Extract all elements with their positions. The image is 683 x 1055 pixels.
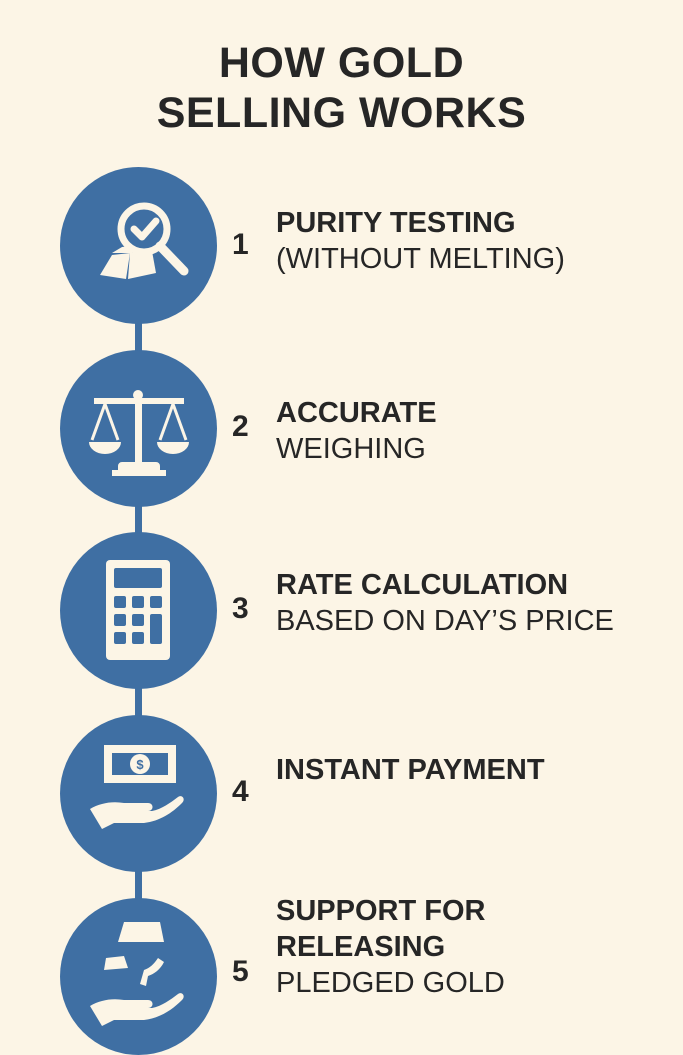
balance-scale-icon [89, 390, 189, 476]
step-3-text: RATE CALCULATION BASED ON DAY’S PRICE [276, 567, 614, 639]
step-3-subtitle: BASED ON DAY’S PRICE [276, 605, 614, 637]
step-5-title-line-2: RELEASING [276, 931, 446, 963]
step-3-title: RATE CALCULATION [276, 569, 569, 601]
step-1-subtitle: (WITHOUT MELTING) [276, 243, 565, 275]
step-4-text: INSTANT PAYMENT [276, 752, 545, 788]
title-line-2: SELLING WORKS [156, 89, 527, 137]
step-2-number: 2 [232, 410, 249, 443]
step-4-number: 4 [232, 775, 249, 808]
gold-release-hand-icon [90, 922, 184, 1026]
step-5-text: SUPPORT FOR RELEASING PLEDGED GOLD [276, 893, 505, 1001]
step-3-badge [60, 532, 217, 689]
timeline-connector [135, 868, 142, 902]
title-line-1: HOW GOLD [218, 39, 465, 87]
page-title: HOW GOLD SELLING WORKS [0, 38, 683, 138]
step-1-number: 1 [232, 228, 249, 261]
step-1-badge [60, 167, 217, 324]
step-3-number: 3 [232, 592, 249, 625]
timeline-connector [135, 320, 142, 354]
step-5-subtitle: PLEDGED GOLD [276, 967, 505, 999]
step-2-subtitle: WEIGHING [276, 433, 426, 465]
step-4-title: INSTANT PAYMENT [276, 754, 545, 786]
step-4-badge: $ [60, 715, 217, 872]
step-2-title: ACCURATE [276, 397, 437, 429]
cash-in-hand-icon: $ [90, 745, 184, 829]
calculator-icon [106, 560, 170, 660]
svg-text:$: $ [136, 757, 144, 772]
timeline-connector [135, 685, 142, 719]
step-2-text: ACCURATE WEIGHING [276, 395, 437, 467]
step-5-badge [60, 898, 217, 1055]
step-5-title-line-1: SUPPORT FOR [276, 895, 486, 927]
step-1-title: PURITY TESTING [276, 207, 516, 239]
step-1-text: PURITY TESTING (WITHOUT MELTING) [276, 205, 565, 277]
step-5-number: 5 [232, 955, 249, 988]
magnifier-check-gold-bar-icon [100, 202, 189, 279]
step-2-badge [60, 350, 217, 507]
timeline-connector [135, 502, 142, 536]
